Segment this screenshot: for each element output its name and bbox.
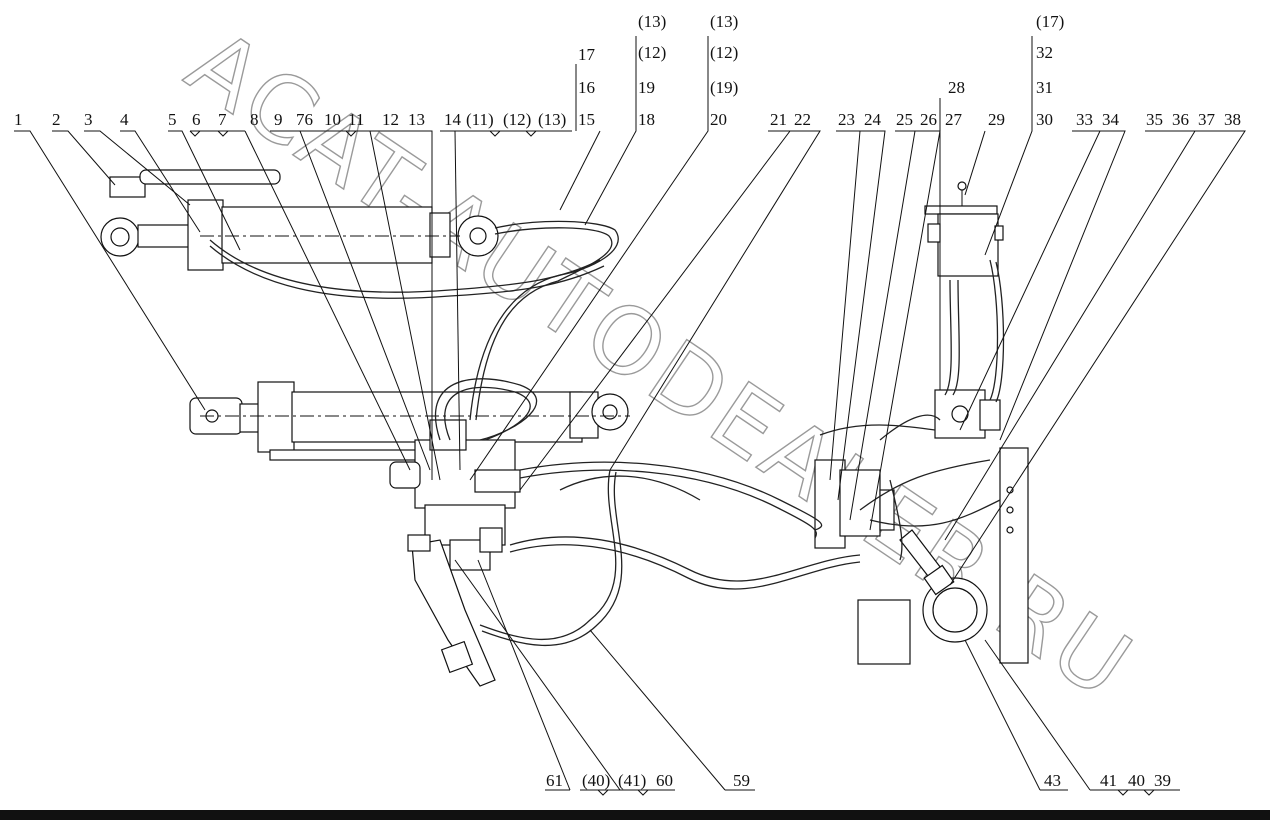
label-11: 11 [348, 110, 364, 129]
label-31: 31 [1036, 78, 1053, 97]
label-10: 10 [324, 110, 341, 129]
label-27: 27 [945, 110, 963, 129]
label-41: 41 [1100, 771, 1117, 790]
label-30: 30 [1036, 110, 1053, 129]
label-col2-paren-12: (12) [638, 43, 666, 62]
label-col3-paren-12: (12) [710, 43, 738, 62]
lower-cylinder [189, 381, 630, 461]
label-paren-11: (11) [466, 110, 494, 129]
label-20: 20 [710, 110, 727, 129]
label-1: 1 [14, 110, 23, 129]
label-40: 40 [1128, 771, 1145, 790]
label-6: 6 [192, 110, 201, 129]
label-36: 36 [1172, 110, 1189, 129]
leader-lines [14, 36, 1246, 791]
label-8: 8 [250, 110, 259, 129]
label-59: 59 [733, 771, 750, 790]
label-paren-13: (13) [538, 110, 566, 129]
bottom-border [0, 810, 1270, 820]
label-braces [189, 130, 1155, 796]
label-22: 22 [794, 110, 811, 129]
label-26: 26 [920, 110, 937, 129]
label-18: 18 [638, 110, 655, 129]
label-35: 35 [1146, 110, 1163, 129]
label-16: 16 [578, 78, 595, 97]
label-col4-paren-17: (17) [1036, 12, 1064, 31]
label-13: 13 [408, 110, 425, 129]
callout-labels: 1 2 3 4 5 6 7 8 9 76 10 11 12 13 14 (11)… [14, 12, 1241, 790]
label-29: 29 [988, 110, 1005, 129]
label-col3-paren-13: (13) [710, 12, 738, 31]
pump-housing [857, 447, 1029, 665]
label-14: 14 [444, 110, 462, 129]
label-col3-paren-19: (19) [710, 78, 738, 97]
label-21: 21 [770, 110, 787, 129]
upper-cylinder [100, 169, 499, 271]
label-38: 38 [1224, 110, 1241, 129]
label-76: 76 [296, 110, 313, 129]
label-32: 32 [1036, 43, 1053, 62]
label-61: 61 [546, 771, 563, 790]
label-37: 37 [1198, 110, 1216, 129]
label-23: 23 [838, 110, 855, 129]
label-2: 2 [52, 110, 61, 129]
label-34: 34 [1102, 110, 1120, 129]
pedal-assembly [407, 534, 496, 687]
label-12: 12 [382, 110, 399, 129]
label-60: 60 [656, 771, 673, 790]
label-24: 24 [864, 110, 882, 129]
label-28: 28 [948, 78, 965, 97]
label-paren-12: (12) [503, 110, 531, 129]
label-43: 43 [1044, 771, 1061, 790]
label-39: 39 [1154, 771, 1171, 790]
oil-tank [924, 181, 1004, 277]
label-4: 4 [120, 110, 129, 129]
label-17: 17 [578, 45, 596, 64]
label-9: 9 [274, 110, 283, 129]
label-col2-paren-13: (13) [638, 12, 666, 31]
hoses [209, 220, 1005, 647]
label-19: 19 [638, 78, 655, 97]
label-5: 5 [168, 110, 177, 129]
label-25: 25 [896, 110, 913, 129]
label-7: 7 [218, 110, 227, 129]
label-paren-41: (41) [618, 771, 646, 790]
label-15: 15 [578, 110, 595, 129]
label-3: 3 [84, 110, 93, 129]
label-33: 33 [1076, 110, 1093, 129]
label-paren-40: (40) [582, 771, 610, 790]
